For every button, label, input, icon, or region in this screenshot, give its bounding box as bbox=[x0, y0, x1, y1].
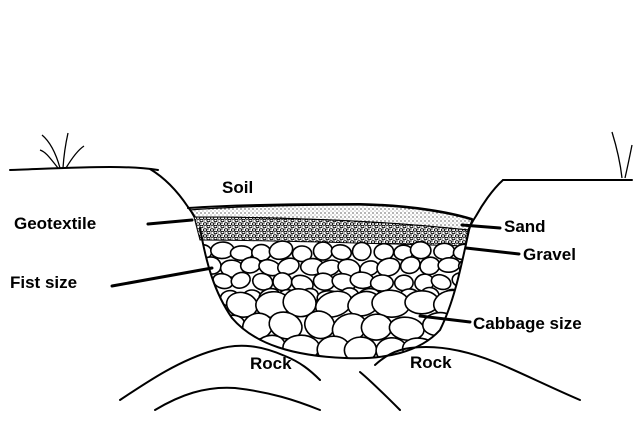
leader-fist-size bbox=[110, 266, 214, 288]
stone bbox=[409, 240, 432, 260]
stone bbox=[453, 358, 470, 359]
bedrock-right bbox=[374, 345, 581, 401]
leader-geotextile bbox=[146, 218, 194, 226]
bedrock-left bbox=[119, 344, 321, 401]
label-soil: Soil bbox=[222, 178, 253, 197]
stone bbox=[437, 256, 461, 274]
label-rock-right: Rock bbox=[410, 353, 452, 372]
leader-gravel bbox=[464, 246, 521, 256]
ground-surface bbox=[9, 166, 633, 182]
stone bbox=[277, 257, 300, 276]
label-gravel: Gravel bbox=[523, 245, 576, 264]
stone bbox=[291, 245, 313, 263]
leader-sand bbox=[460, 223, 502, 230]
label-rock-left: Rock bbox=[250, 354, 292, 373]
stone bbox=[312, 241, 334, 261]
stone bbox=[421, 311, 456, 337]
stone bbox=[388, 316, 425, 342]
stone bbox=[451, 271, 470, 289]
label-sand: Sand bbox=[504, 217, 546, 236]
trench-bottom bbox=[199, 227, 470, 360]
stone bbox=[330, 243, 353, 261]
grass-tuft-left bbox=[39, 132, 85, 169]
stone bbox=[343, 336, 378, 359]
stone bbox=[300, 358, 340, 386]
label-cabbage-size: Cabbage size bbox=[473, 314, 582, 333]
stone bbox=[399, 256, 421, 275]
label-geotextile: Geotextile bbox=[14, 214, 96, 233]
label-fist-size: Fist size bbox=[10, 273, 77, 292]
bedrock-right-lower bbox=[359, 371, 401, 411]
stone bbox=[196, 273, 213, 293]
stone bbox=[351, 241, 372, 262]
bedrock-left-lower bbox=[154, 386, 321, 411]
stone bbox=[268, 240, 294, 261]
stone bbox=[459, 290, 470, 308]
leader-cabbage-size bbox=[418, 314, 472, 324]
stone bbox=[251, 272, 274, 291]
stone bbox=[430, 273, 452, 291]
stone bbox=[376, 257, 401, 277]
geotextile-layer bbox=[187, 203, 473, 220]
grass-tuft-right bbox=[611, 131, 633, 179]
stone bbox=[209, 353, 245, 359]
stone bbox=[230, 271, 251, 289]
trench-right-wall bbox=[468, 179, 504, 231]
